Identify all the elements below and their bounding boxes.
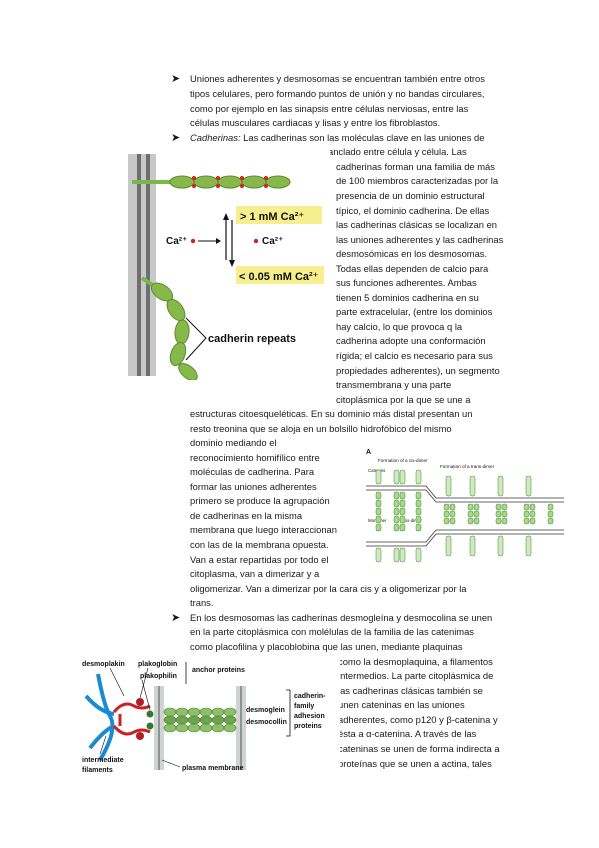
membrane-lines	[366, 485, 564, 547]
floppy-cadherin	[140, 276, 198, 380]
anchor-proteins-label: anchor proteins	[192, 667, 245, 674]
intermediate-filaments-label: intermediate	[82, 757, 124, 764]
desmoplakin-label: desmoplakin	[82, 661, 125, 668]
repeats-bracket	[185, 317, 207, 361]
para2-first-line: Cadherinas: Las cadherinas son las moléc…	[190, 131, 484, 145]
ca-right-label: Ca²⁺	[262, 236, 283, 247]
para2-line: transmembrana y una parte	[336, 379, 452, 390]
para2-line: rígida; el calcio es necesario para sus	[336, 350, 493, 361]
para2-line: tienen 5 dominios cadherina en su	[336, 292, 479, 303]
para2-line: sus funciones adherentes. Ambas	[336, 277, 477, 288]
para3-line: cateninas se unen de forma indirecta a	[338, 743, 500, 754]
para2-line: anclado entre célula y célula. Las	[328, 146, 467, 157]
family-label: proteins	[294, 723, 322, 730]
para2-line: de cadherinas en la misma	[190, 510, 303, 521]
para1-line: células musculares cardiacas y lisas y e…	[190, 117, 441, 128]
para2-line: hay calcio, lo que provoca q la	[336, 321, 463, 332]
para2-line: Van a estar repartidas por todo el	[190, 554, 329, 565]
cadherinas-term: Cadherinas:	[190, 132, 241, 143]
para3-line: adherentes, como p120 y β-catenina y	[338, 714, 498, 725]
bullet-2: ➤	[171, 132, 181, 144]
trans-dimer-title: Formation of a trans-dimer	[440, 464, 495, 469]
rigid-cadherin	[132, 175, 291, 189]
panel-letter: A	[366, 449, 371, 456]
high-calcium-box	[236, 206, 322, 224]
para2-first-text: Las cadherinas son las moléculas clave e…	[240, 132, 485, 143]
para3-line: las cadherinas clásicas también se	[338, 685, 483, 696]
bullet-3: ➤	[171, 612, 181, 624]
intermediate-filaments-label: filaments	[82, 767, 113, 774]
desmosome-figure: desmoplakin plakoglobin plakophilin anch…	[80, 656, 340, 778]
para2-line: típico, el dominio cadherina. De ellas	[336, 205, 490, 216]
para3-line: En los desmosomas las cadherinas desmogl…	[190, 612, 493, 623]
para2-line: presencia de un dominio estructural	[336, 190, 485, 201]
ca-left-dot	[190, 238, 196, 244]
plasma-membrane-label: plasma membrane	[182, 765, 244, 772]
para2-line: moléculas de cadherina. Para	[190, 466, 315, 477]
family-bracket	[286, 689, 291, 737]
cis-dimer-title: Formation of a cis-dimer	[378, 458, 428, 463]
para3-line: como placofilina y placoblobina que las …	[190, 641, 463, 652]
para2-line: primero se produce la agrupación	[190, 495, 330, 506]
plakoglobin-label: plakoglobin	[138, 661, 177, 668]
para2-line: citoplásmica por la que se une a	[336, 394, 471, 405]
para2-line: las uniones adherentes y las cadherinas	[336, 234, 504, 245]
ca-right-dot	[253, 238, 259, 244]
family-label: adhesion	[294, 713, 325, 720]
desmosomal-cadherins	[163, 707, 237, 733]
para3-line: unen cateninas en las uniones	[338, 699, 465, 710]
cis-dimer-label: cis-dimer	[404, 518, 422, 523]
family-label: cadherin-	[294, 693, 326, 700]
para2-line: trans.	[190, 597, 214, 608]
high-calcium-label: > 1 mM Ca²⁺	[240, 211, 304, 223]
para2-line: resto treonina que se aloja en un bolsil…	[190, 423, 452, 434]
low-calcium-box	[236, 266, 324, 284]
plakophilin-dot	[146, 710, 154, 718]
cadherin-calcium-figure: > 1 mM Ca²⁺ Ca²⁺ Ca²⁺ < 0.05 mM Ca²⁺ cad…	[120, 150, 330, 380]
para2-line: de 100 miembros caracterizadas por la	[336, 175, 499, 186]
para1-line: tipos celulares, pero formando puntos de…	[190, 88, 485, 99]
para3-line: ésta a α-catenina. A través de las	[338, 728, 477, 739]
cadherin-chains	[375, 491, 554, 532]
intermediate-filament	[96, 673, 115, 762]
para3-line: en la parte citoplásmica con molélulas d…	[190, 626, 474, 637]
family-label: family	[294, 703, 314, 710]
para2-line: membrana que luego interaccionan	[190, 524, 337, 535]
para1-line: como por ejemplo en las sinapsis entre c…	[190, 103, 469, 114]
para3-line: como la desmoplaquina, a filamentos	[338, 656, 493, 667]
para2-line: las cadherinas clásicas se localizan en	[336, 219, 498, 230]
para2-line: con las de la membrana opuesta.	[190, 539, 329, 550]
para2-line: estructuras citoesqueléticas. En su domi…	[190, 408, 473, 419]
low-calcium-label: < 0.05 mM Ca²⁺	[239, 271, 319, 283]
cadherin-repeats-label: cadherin repeats	[208, 333, 296, 345]
ca-left-label: Ca²⁺	[166, 236, 187, 247]
para2-line: oligomerizar. Van a dimerizar por la car…	[190, 583, 467, 594]
para2-line: cadherinas forman una familia de más	[336, 161, 495, 172]
desmoglein-label: desmoglein	[246, 707, 285, 714]
desmoplakin-complex	[112, 702, 151, 736]
plakoglobin-dot	[136, 698, 144, 706]
membrane-band	[128, 154, 156, 376]
dimer-formation-figure: A Formation of a cis-dimer Formation of …	[364, 446, 564, 574]
para1-line: Uniones adherentes y desmosomas se encue…	[190, 73, 485, 84]
para2-line: dominio mediando el	[190, 437, 277, 448]
para2-line: propiedades adherentes), un segmento	[336, 365, 500, 376]
cytoplasmic-tails	[375, 469, 532, 563]
plakophilin-label: plakophilin	[140, 673, 177, 680]
para2-line: formar las uniones adherentes	[190, 481, 317, 492]
para2-line: Todas ellas dependen de calcio para	[336, 263, 489, 274]
para2-line: reconocimiento homifílico entre	[190, 452, 320, 463]
para3-line: intermedios. La parte citoplásmica de	[338, 670, 494, 681]
para2-line: desmosómicas en los desmosomas.	[336, 248, 488, 259]
bullet-1: ➤	[171, 73, 181, 85]
para2-line: cadherina adopte una conformación	[336, 335, 486, 346]
para2-line: citoplasma, van a dimerizar y a	[190, 568, 320, 579]
desmocollin-label: desmocollin	[246, 719, 287, 726]
para2-line: parte extracelular, (entre los dominios	[336, 306, 493, 317]
para3-line: proteínas que se unen a actina, tales	[338, 758, 492, 769]
